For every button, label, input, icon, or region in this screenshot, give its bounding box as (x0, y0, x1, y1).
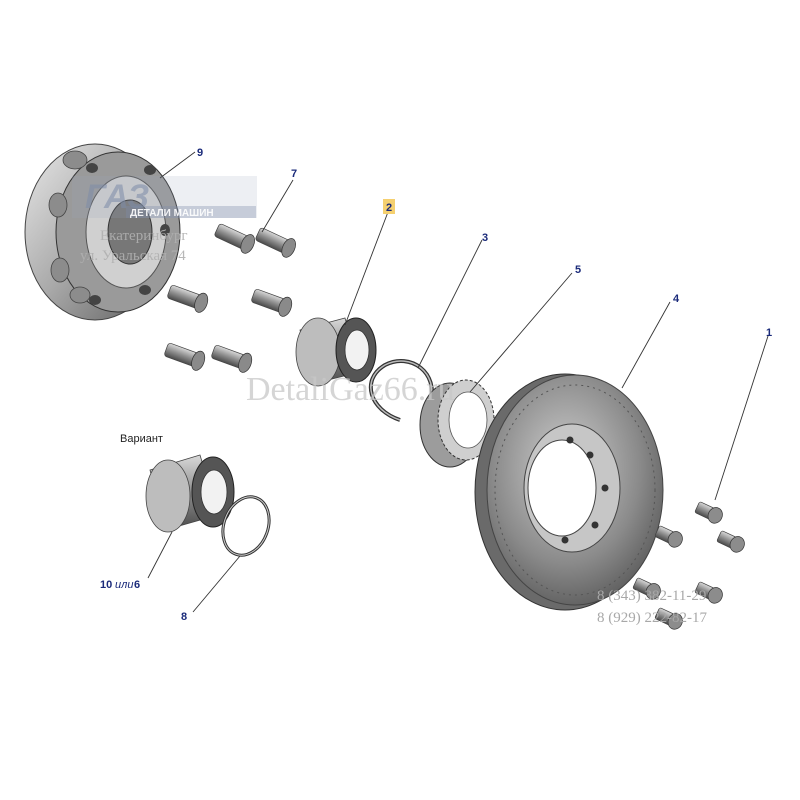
watermark-logo-text: ГАЗ (85, 178, 149, 216)
callouts: 9 7 2 3 5 4 1 Вариант 10 или 6 8 (100, 147, 772, 623)
variant-label: Вариант (120, 433, 163, 445)
callout-4: 4 (673, 293, 680, 305)
leader-lines (147, 151, 769, 613)
callout-1: 1 (766, 327, 772, 339)
tone-ring-part-5 (419, 379, 495, 468)
brake-disc-part-4 (474, 373, 664, 611)
callout-3: 3 (482, 232, 488, 244)
variant-bearing-part-10-or-6 (145, 454, 235, 533)
watermark-address: ул. Уральская 74 (80, 248, 186, 264)
o-ring-part-8 (221, 495, 271, 557)
bearing-part-2 (295, 317, 377, 387)
watermarks: ГАЗ ДЕТАЛИ МАШИН Екатеринбург ул. Уральс… (72, 176, 707, 626)
snap-ring-part-3 (368, 359, 434, 422)
callout-6: 6 (134, 579, 140, 591)
callout-2-highlight (383, 199, 395, 214)
callout-9: 9 (197, 147, 203, 159)
wheel-studs-part-7 (164, 223, 296, 373)
watermark-logo-subtext: ДЕТАЛИ МАШИН (130, 208, 214, 219)
hub-part-9 (24, 143, 181, 321)
watermark-phone-1: 8 (343) 382-11-29 (597, 588, 706, 604)
watermark-phone-2: 8 (929) 222-82-17 (597, 610, 707, 626)
callout-7: 7 (291, 168, 297, 180)
callout-10: 10 (100, 579, 112, 591)
callout-or: или (115, 579, 133, 591)
disc-bolts-part-1 (632, 501, 745, 630)
callout-5: 5 (575, 264, 581, 276)
callout-2: 2 (386, 202, 392, 214)
watermark-site: DetaliGaz66.ru (246, 371, 455, 408)
watermark-city: Екатеринбург (100, 228, 187, 244)
watermark-logo: ГАЗ ДЕТАЛИ МАШИН (72, 176, 257, 219)
callout-8: 8 (181, 611, 187, 623)
